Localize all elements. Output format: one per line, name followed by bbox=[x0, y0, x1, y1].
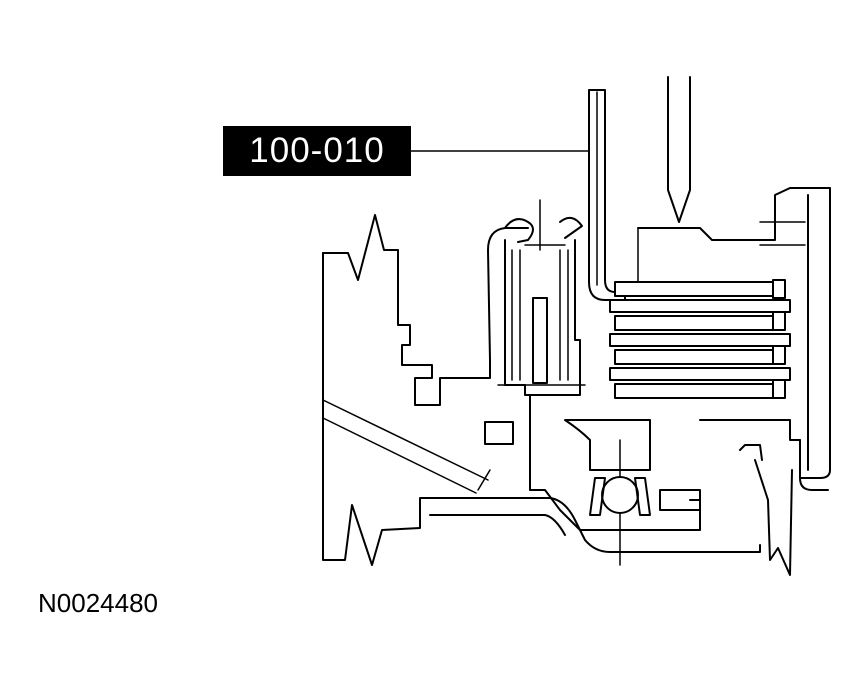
tool-number-callout: 100-010 bbox=[223, 126, 411, 176]
clutch-plates bbox=[609, 227, 791, 399]
screwdriver-tool bbox=[667, 76, 691, 223]
retainer-top bbox=[504, 199, 583, 251]
left-housing-section bbox=[322, 214, 529, 566]
piston-assembly bbox=[497, 239, 586, 396]
figure-id-label: N0024480 bbox=[38, 588, 158, 618]
right-lower-break bbox=[799, 439, 829, 491]
tool-number-label: 100-010 bbox=[249, 131, 385, 170]
center-hub bbox=[484, 394, 701, 566]
bearing-ball bbox=[589, 476, 651, 516]
special-tool-pick bbox=[588, 89, 626, 301]
lower-shaft bbox=[429, 444, 793, 576]
